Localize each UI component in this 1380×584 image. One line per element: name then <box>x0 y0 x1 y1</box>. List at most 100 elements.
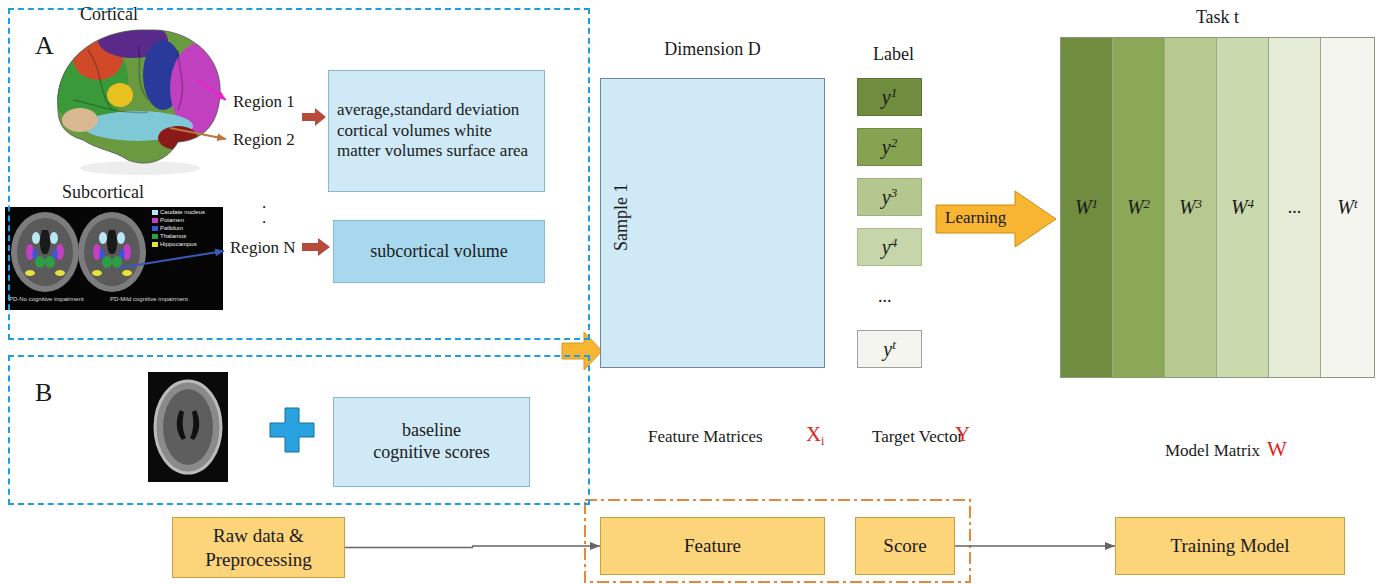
symbol: W <box>1337 196 1354 218</box>
matrix-symbol: W <box>1267 437 1287 462</box>
dashed-group <box>585 500 970 582</box>
leader-line <box>118 251 224 268</box>
cell-text: ... <box>1288 197 1302 219</box>
dashed-group: average,standard deviation cortical volu… <box>8 8 590 340</box>
legend-row: Caudate nucleus <box>152 209 205 216</box>
box-text: Raw data & Preprocessing <box>189 524 329 570</box>
vector-symbol: Y <box>955 422 970 447</box>
ellipsis: ... <box>878 286 892 308</box>
cell-text: W2 <box>1127 195 1150 219</box>
legend-text: Pallidum <box>160 225 183 231</box>
legend-swatch <box>152 218 158 223</box>
superscript: 4 <box>891 235 898 250</box>
superscript: 2 <box>1144 196 1151 211</box>
symbol: W <box>1075 196 1092 218</box>
cell-text: W1 <box>1075 195 1098 219</box>
legend-swatch <box>152 226 158 231</box>
legend-text: Hippocampus <box>160 241 197 247</box>
process-box: Training Model <box>1115 517 1345 575</box>
symbol: W <box>1127 196 1144 218</box>
group-heading: A <box>35 30 54 62</box>
image-caption: PD-Mild cognitive impairment <box>110 296 188 303</box>
superscript: 1 <box>1092 196 1099 211</box>
feature-box: subcortical volume <box>333 220 545 283</box>
group-heading: Task t <box>1061 7 1374 29</box>
vector-caption: Target Vector <box>872 427 963 447</box>
plus-sign <box>270 408 314 452</box>
arrow-text: Learning <box>945 208 1006 229</box>
legend-row: Thalamus <box>152 233 186 240</box>
subcortical-image <box>5 207 223 310</box>
group-heading: B <box>35 377 52 409</box>
symbol: y <box>882 186 891 208</box>
box-text: Feature <box>684 534 741 557</box>
model-column: W1 <box>1061 38 1113 377</box>
legend-row: Hippocampus <box>152 241 197 248</box>
row-label: Sample 1 <box>611 184 633 252</box>
model-matrix: W1W2W3W4...WtTask t <box>1060 37 1375 378</box>
cell-text: y2 <box>882 135 897 159</box>
label-cell: y2 <box>857 128 922 166</box>
column-heading: Label <box>873 44 914 66</box>
symbol: y <box>882 136 891 158</box>
model-column: W2 <box>1113 38 1165 377</box>
superscript: 1 <box>891 85 898 100</box>
legend-row: Pallidum <box>152 225 183 232</box>
legend-row: Putamen <box>152 217 184 224</box>
process-box: Feature <box>600 517 825 575</box>
process-box: Score <box>855 517 955 575</box>
model-column: Wt <box>1321 38 1374 377</box>
label-cell: yt <box>857 330 922 368</box>
dashed-group: baseline cognitive scores B <box>8 355 590 505</box>
box-text: Score <box>883 534 926 557</box>
label-cell: y1 <box>857 78 922 116</box>
label-cell: y3 <box>857 178 922 216</box>
superscript: 3 <box>891 185 898 200</box>
cell-text: W4 <box>1231 195 1254 219</box>
arrow-shape <box>936 191 1056 247</box>
superscript: t <box>892 337 896 352</box>
symbol: W <box>1231 196 1248 218</box>
symbol: y <box>883 338 892 360</box>
matrix-caption: Model Matrix <box>1165 441 1260 461</box>
ellipsis-dot: . <box>262 208 266 228</box>
symbol: W <box>1179 196 1196 218</box>
superscript: t <box>1354 196 1358 211</box>
feature-arrow <box>302 108 326 126</box>
score-box: baseline cognitive scores <box>333 397 530 487</box>
cell-text: y3 <box>882 185 897 209</box>
symbol: ... <box>1288 197 1302 217</box>
block-arrow <box>562 332 602 370</box>
connector-arrow <box>955 545 1115 546</box>
matrix-symbol: X <box>806 422 821 447</box>
model-column: ... <box>1269 38 1321 377</box>
symbol: y <box>882 236 891 258</box>
feature-box: average,standard deviation cortical volu… <box>328 70 545 192</box>
cell-text: y1 <box>882 85 897 109</box>
legend-text: Caudate nucleus <box>160 209 205 215</box>
section-label: Subcortical <box>62 182 144 204</box>
matrix-subscript: i <box>821 434 824 448</box>
legend-text: Putamen <box>160 217 184 223</box>
symbol: y <box>882 86 891 108</box>
feature-arrow <box>302 238 330 256</box>
model-column: W4 <box>1217 38 1269 377</box>
process-box: Raw data & Preprocessing <box>172 517 345 578</box>
feature-matrix: Dimension DSample 1 <box>600 78 825 368</box>
box-text: average,standard deviation cortical volu… <box>337 100 536 162</box>
region-label: Region N <box>230 238 296 258</box>
region-label: Region 1 <box>233 92 295 112</box>
cell-text: yt <box>883 337 896 361</box>
learning-arrow: Learning <box>935 190 1057 248</box>
legend-text: Thalamus <box>160 233 186 239</box>
mri-image <box>148 372 228 482</box>
superscript: 2 <box>891 135 898 150</box>
cell-text: y4 <box>882 235 897 259</box>
matrix-caption: Feature Matrices <box>648 427 763 447</box>
connector-arrow <box>345 546 600 548</box>
label-cell: y4 <box>857 228 922 266</box>
legend-swatch <box>152 234 158 239</box>
cortical-brain <box>48 20 230 175</box>
